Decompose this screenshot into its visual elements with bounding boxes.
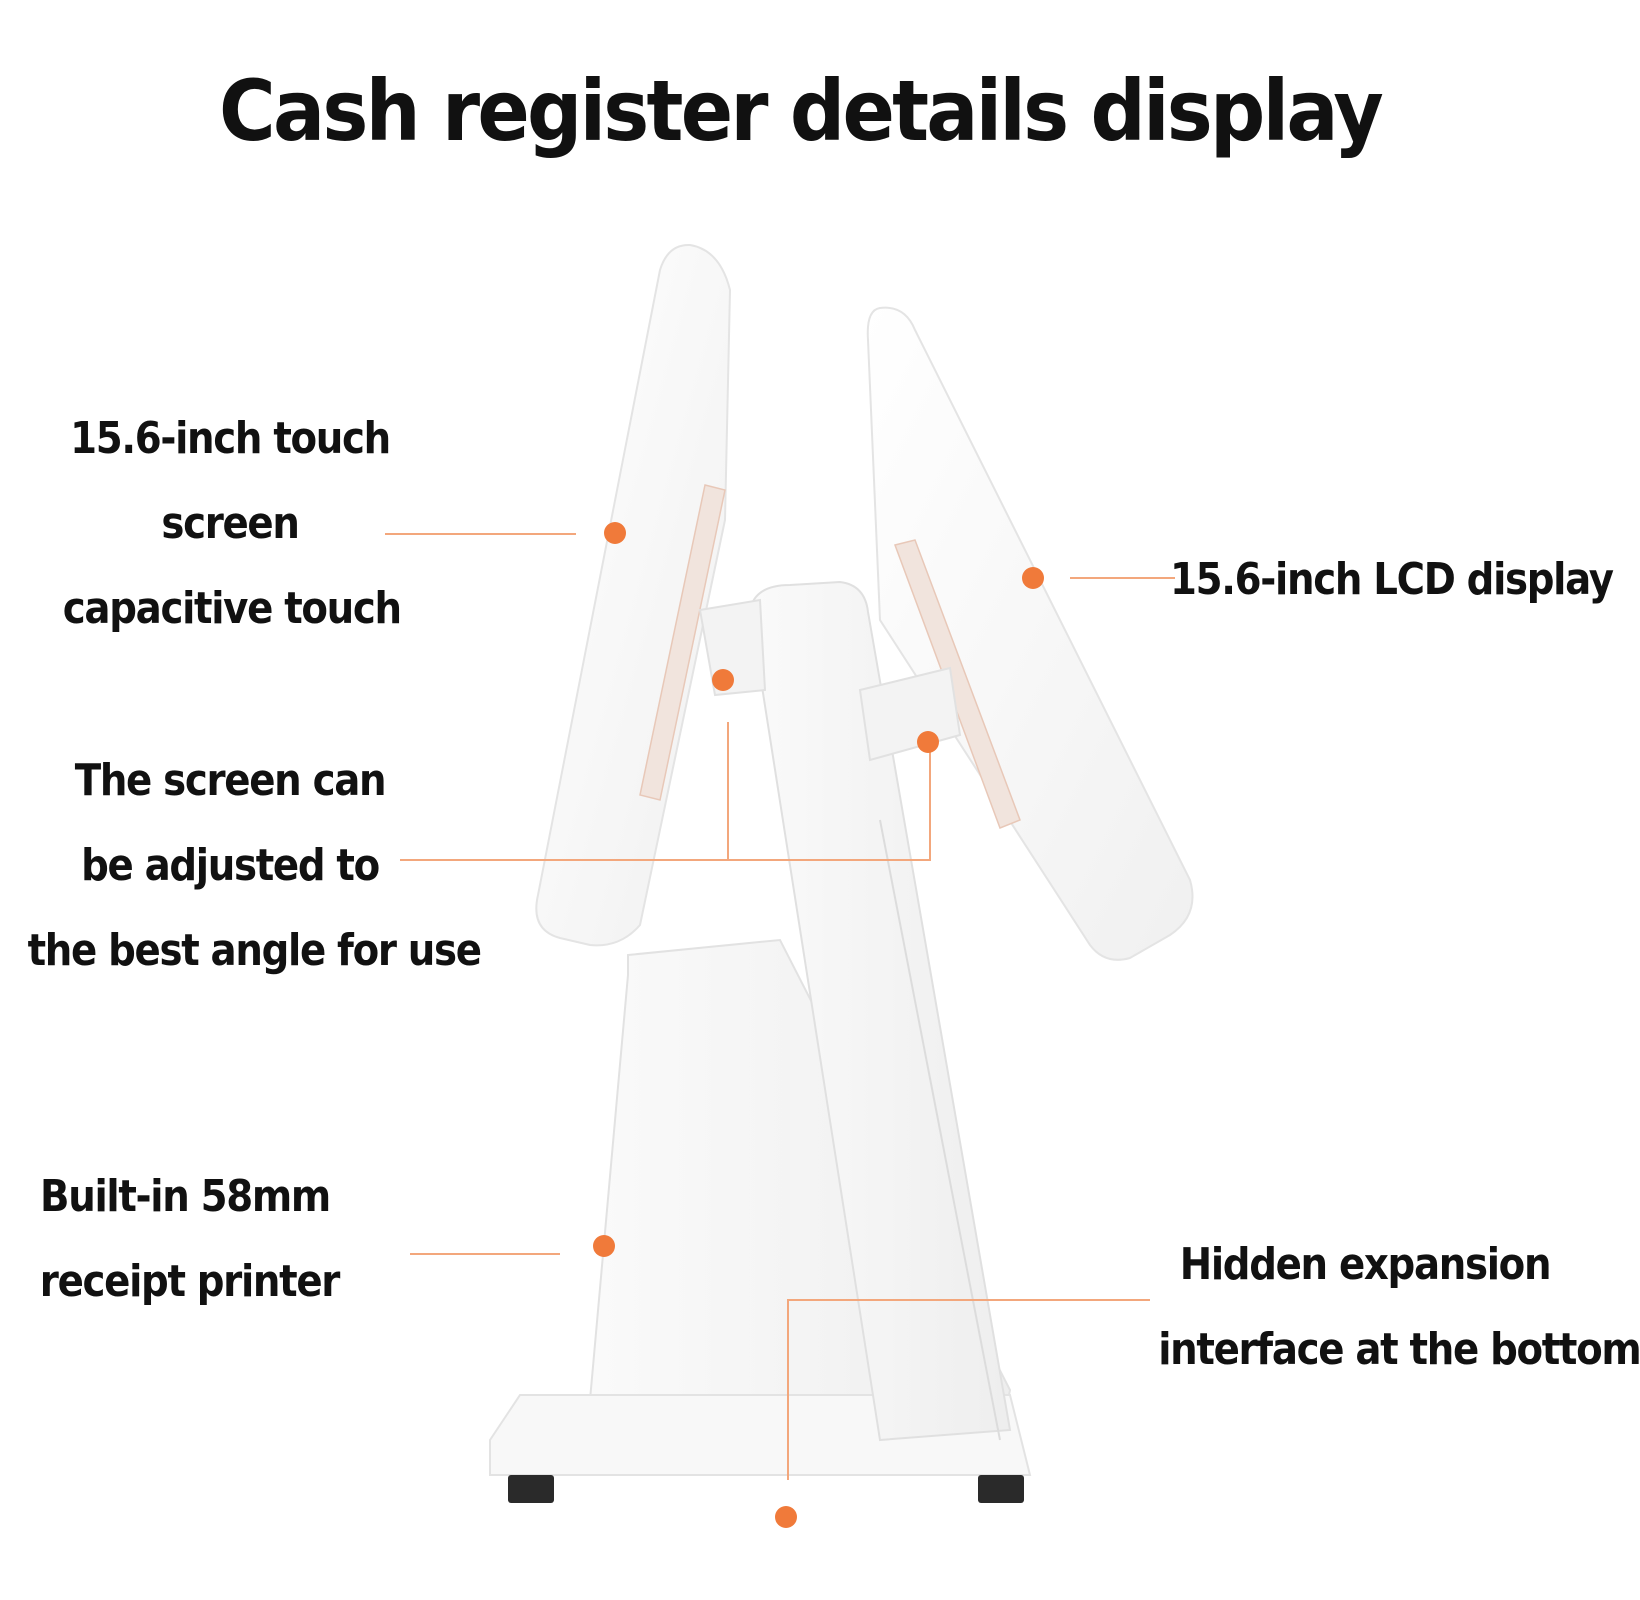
callout-printer-line-2: receipt printer xyxy=(39,1256,341,1307)
callout-adjustable-line-2: be adjusted to xyxy=(81,840,380,891)
callout-adjustable-line-3: the best angle for use xyxy=(27,925,482,976)
dot-printer xyxy=(593,1235,615,1257)
column-seam xyxy=(879,819,1001,1441)
dot-lcd-display xyxy=(1022,567,1044,589)
callout-printer-line-1: Built-in 58mm xyxy=(40,1171,331,1222)
dot-expansion xyxy=(775,1506,797,1528)
left-monitor xyxy=(535,243,732,947)
callout-touch-screen: 15.6-inch touch screen capacitive touch xyxy=(62,396,402,651)
left-monitor-panel xyxy=(639,484,726,801)
dot-touch-screen xyxy=(604,522,626,544)
callout-printer: Built-in 58mm receipt printer xyxy=(39,1154,341,1324)
page-title: Cash register details display xyxy=(219,62,1384,160)
dot-right-hinge xyxy=(917,731,939,753)
dot-left-hinge xyxy=(712,669,734,691)
callout-lcd-display: 15.6-inch LCD display xyxy=(1170,537,1614,622)
column xyxy=(748,580,1012,1442)
callout-touch-screen-line-3: capacitive touch xyxy=(62,583,402,634)
callout-touch-screen-line-2: screen xyxy=(161,498,300,549)
leader-lines xyxy=(385,533,1175,1480)
callout-lcd-display-line-1: 15.6-inch LCD display xyxy=(1170,554,1614,605)
infographic: Cash register details display xyxy=(27,62,1640,1528)
right-monitor-panel xyxy=(894,539,1021,829)
left-foot xyxy=(508,1475,554,1503)
callout-dots xyxy=(593,522,1044,1528)
leader-expansion xyxy=(787,1299,1150,1480)
callout-adjustable: The screen can be adjusted to the best a… xyxy=(27,738,482,993)
cash-register-illustration xyxy=(385,243,1194,1528)
leader-adjustable xyxy=(400,740,931,861)
callout-expansion-line-1: Hidden expansion xyxy=(1179,1239,1552,1290)
callout-expansion-line-2: interface at the bottom xyxy=(1158,1324,1640,1375)
callout-expansion: Hidden expansion interface at the bottom xyxy=(1158,1222,1640,1392)
left-hinge-arm xyxy=(698,598,767,697)
right-monitor xyxy=(866,306,1194,961)
right-foot xyxy=(978,1475,1024,1503)
callout-adjustable-line-1: The screen can xyxy=(74,755,387,806)
callout-touch-screen-line-1: 15.6-inch touch xyxy=(70,413,391,464)
